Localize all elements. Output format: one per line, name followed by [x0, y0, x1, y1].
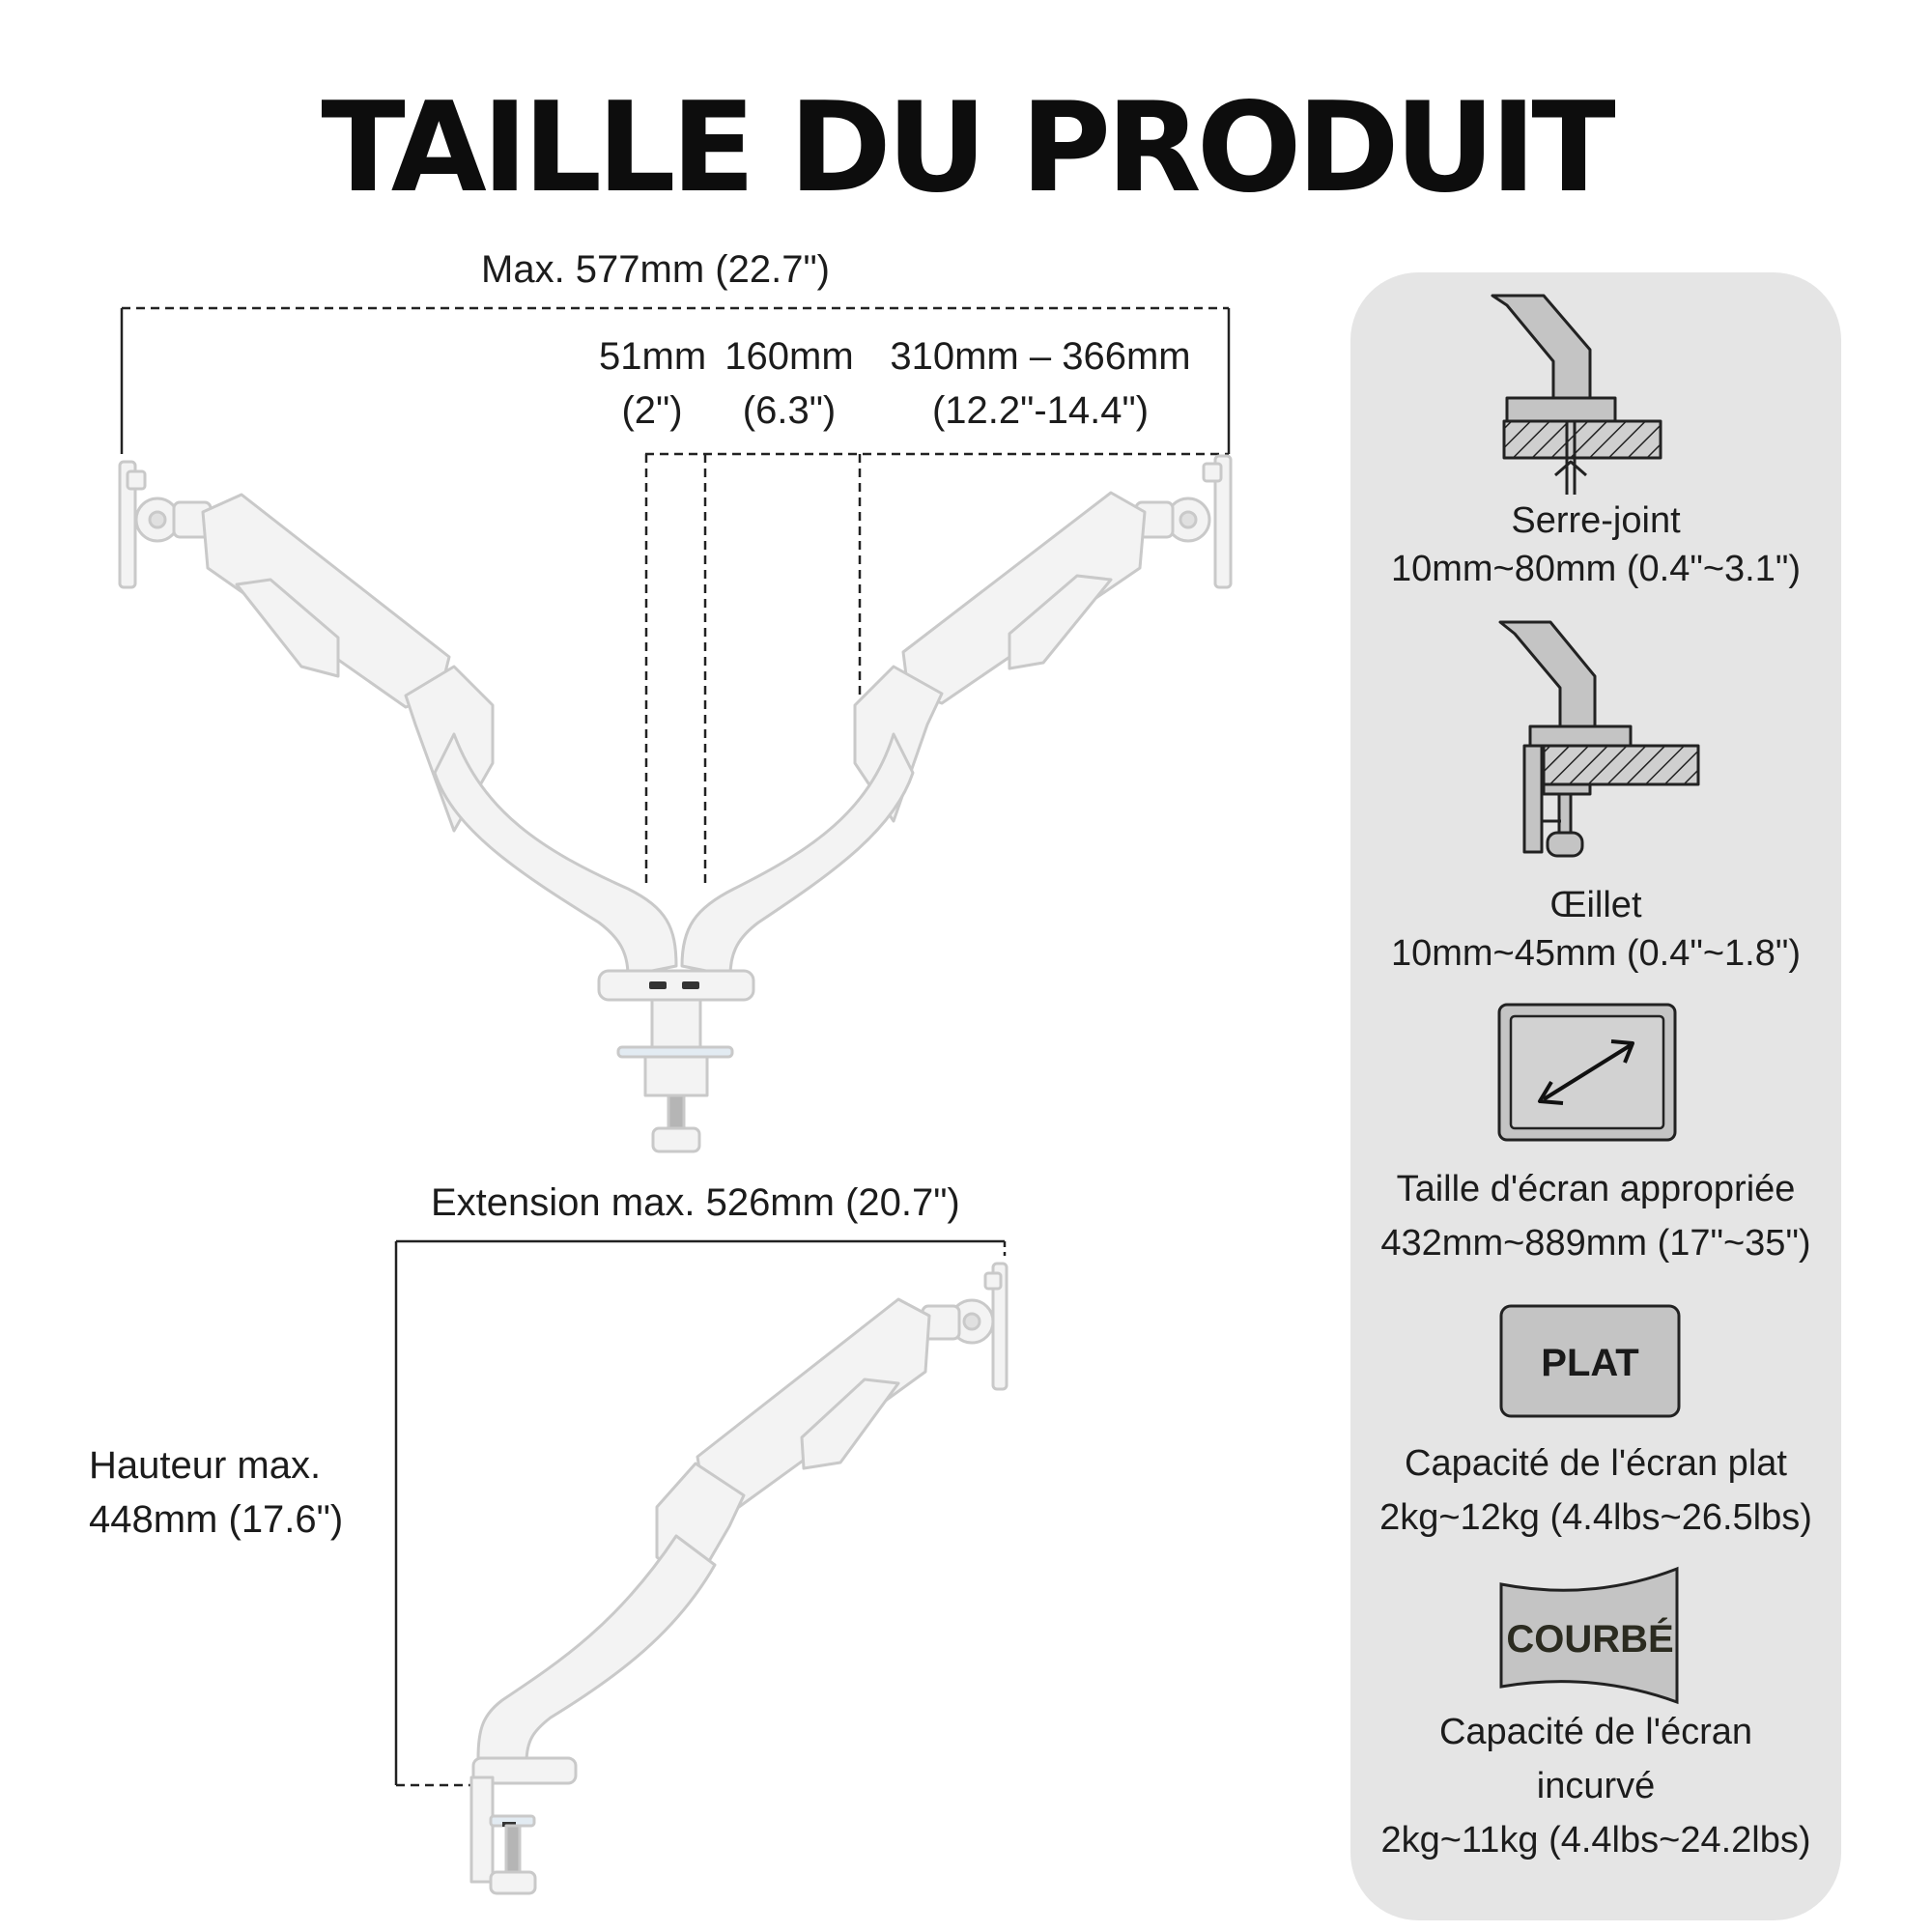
grommet-value: 10mm~45mm (0.4"~1.8")	[1390, 933, 1802, 974]
offset-160mm-label: 160mm	[724, 335, 854, 378]
flat-badge	[1499, 1304, 1681, 1418]
desk-clamp-icon	[1491, 294, 1662, 495]
page-title: TAILLE DU PRODUIT	[321, 76, 1615, 220]
dimension-ticks-top	[120, 308, 1231, 454]
grommet-label: Œillet	[1549, 885, 1642, 925]
extension-label: Extension max. 526mm (20.7")	[431, 1181, 960, 1224]
flat-badge-text: PLAT	[1541, 1342, 1639, 1384]
offset-51mm-label: 51mm	[599, 335, 707, 378]
single-monitor-arm	[469, 1262, 1009, 1895]
curved-badge	[1499, 1566, 1679, 1705]
grommet-mount-icon	[1498, 620, 1700, 858]
dimension-lines-top	[122, 306, 1229, 889]
screen-size-value: 432mm~889mm (17"~35")	[1380, 1223, 1811, 1264]
curved-capacity-label-line1: Capacité de l'écran	[1438, 1712, 1753, 1752]
clamp-label: Serre-joint	[1511, 500, 1681, 541]
offset-51mm-inch-label: (2")	[621, 389, 683, 432]
dual-monitor-arm	[118, 454, 1233, 1153]
dimension-lines-bottom	[394, 1239, 1007, 1787]
flat-capacity-label: Capacité de l'écran plat	[1405, 1443, 1787, 1484]
offset-160mm-inch-label: (6.3")	[742, 389, 837, 432]
curved-capacity-value: 2kg~11kg (4.4lbs~24.2lbs)	[1380, 1820, 1811, 1861]
clamp-value: 10mm~80mm (0.4"~3.1")	[1390, 549, 1802, 589]
screen-diagonal-icon	[1497, 1003, 1677, 1142]
arm-length-inch-label: (12.2"-14.4")	[931, 389, 1150, 432]
screen-size-label: Taille d'écran appropriée	[1396, 1169, 1796, 1209]
curved-badge-text: COURBÉ	[1506, 1618, 1674, 1661]
max-width-label: Max. 577mm (22.7")	[481, 248, 830, 291]
height-label-line2: 448mm (17.6")	[89, 1498, 344, 1541]
flat-capacity-value: 2kg~12kg (4.4lbs~26.5lbs)	[1379, 1497, 1812, 1538]
arm-length-label: 310mm – 366mm	[890, 335, 1191, 378]
curved-capacity-label-line2: incurvé	[1536, 1766, 1656, 1806]
height-label-line1: Hauteur max.	[89, 1444, 322, 1487]
